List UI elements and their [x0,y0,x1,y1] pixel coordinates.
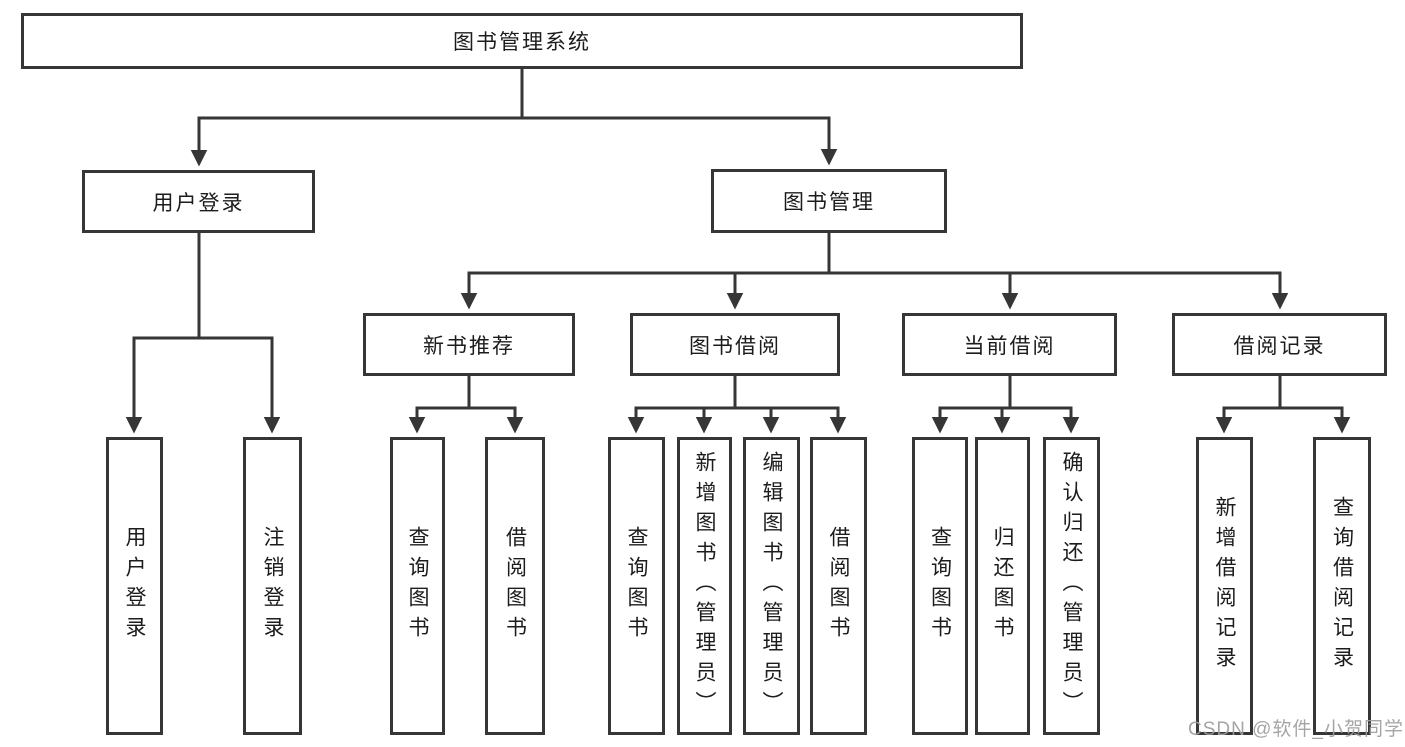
node-user-login: 用户登录 [82,170,315,233]
node-library-management-system: 图书管理系统 [21,13,1023,69]
node-label: 新增借阅记录 [1213,496,1236,676]
leaf-query-borrow-record: 查询借阅记录 [1313,437,1371,735]
leaf-confirm-return-admin: 确认归还（管理员） [1043,437,1100,735]
node-label: 注销登录 [261,526,284,646]
node-label: 查询图书 [625,526,648,646]
leaf-user-login: 用户登录 [106,437,163,735]
node-book-management: 图书管理 [711,169,947,233]
node-label: 图书借阅 [689,334,781,358]
csdn-watermark: CSDN @软件_小贺同学 [1188,719,1404,740]
node-borrow-records: 借阅记录 [1172,313,1387,376]
node-label: 用户登录 [123,526,146,646]
leaf-edit-book-admin: 编辑图书（管理员） [743,437,800,735]
node-label: 借阅图书 [503,526,527,646]
node-label: 新书推荐 [423,334,515,358]
node-label: 归还图书 [991,526,1014,646]
node-label: 确认归还（管理员） [1060,451,1083,721]
node-label: 新增图书（管理员） [693,451,716,721]
node-label: 查询图书 [406,526,429,646]
node-label: 借阅图书 [827,526,850,646]
leaf-logout: 注销登录 [243,437,302,735]
node-label: 编辑图书（管理员） [760,451,783,721]
node-new-book-recommend: 新书推荐 [363,313,575,376]
leaf-query-books-borrowing: 查询图书 [608,437,665,735]
node-label: 图书管理 [783,191,875,214]
leaf-borrow-books-borrowing: 借阅图书 [810,437,867,735]
node-label: 查询图书 [928,526,952,646]
node-label: 图书管理系统 [453,31,591,54]
node-label: 借阅记录 [1233,334,1326,358]
leaf-borrow-books-recommend: 借阅图书 [485,437,545,735]
leaf-return-book: 归还图书 [975,437,1030,735]
node-book-borrowing: 图书借阅 [630,313,840,376]
leaf-add-book-admin: 新增图书（管理员） [677,437,732,735]
node-label: 用户登录 [152,191,245,215]
node-label: 当前借阅 [963,334,1056,358]
node-label: 查询借阅记录 [1330,496,1354,676]
leaf-add-borrow-record: 新增借阅记录 [1196,437,1253,735]
node-current-borrowing: 当前借阅 [902,313,1117,376]
leaf-query-books-current: 查询图书 [912,437,968,735]
leaf-query-books-recommend: 查询图书 [390,437,445,735]
